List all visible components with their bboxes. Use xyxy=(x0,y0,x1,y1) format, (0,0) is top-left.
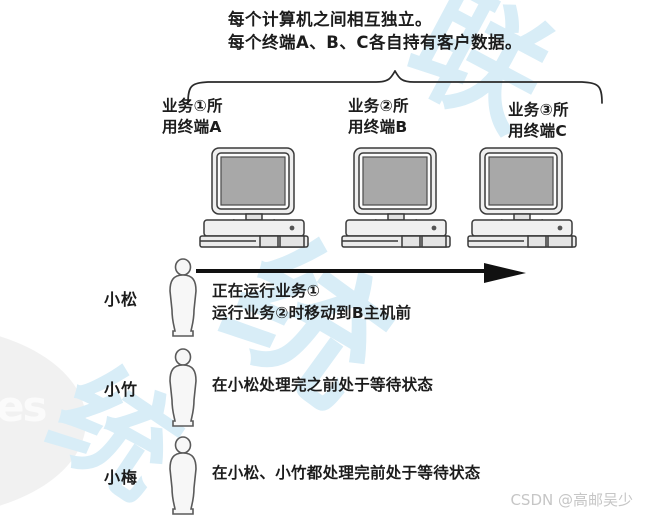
person-desc-0-line1: 正在运行业务① xyxy=(212,282,321,300)
terminal-label-c-line1: 业务③所 xyxy=(508,101,569,119)
terminal-label-a: 业务①所 用终端A xyxy=(162,96,223,139)
person-desc-2-line1: 在小松、小竹都处理完前处于等待状态 xyxy=(212,464,481,482)
desktop-computer-icon-b xyxy=(341,147,451,248)
movement-arrow-right-icon xyxy=(196,263,526,283)
person-desc-0-line2: 运行业务②时移动到B主机前 xyxy=(212,304,412,322)
person-figure-icon-2 xyxy=(169,436,197,515)
person-desc-1-line1: 在小松处理完之前处于等待状态 xyxy=(212,376,434,394)
caption-line-1: 每个计算机之间相互独立。 xyxy=(228,10,432,29)
person-desc-1: 在小松处理完之前处于等待状态 xyxy=(212,374,433,396)
caption-line-2: 每个终端A、B、C各自持有客户数据。 xyxy=(228,33,522,53)
person-figure-icon-0 xyxy=(169,258,197,337)
person-row: 小梅 在小松、小竹都处理完前处于等待状态 xyxy=(0,436,647,518)
terminal-label-b-line2: 用终端B xyxy=(348,118,408,137)
terminal-label-a-line2: 用终端A xyxy=(162,118,222,137)
terminal-label-c-line2: 用终端C xyxy=(508,122,568,141)
desktop-computer-icon-c xyxy=(467,147,577,248)
csdn-watermark: CSDN @高邮吴少 xyxy=(510,491,633,509)
terminal-label-b: 业务②所 用终端B xyxy=(348,96,409,139)
person-desc-2: 在小松、小竹都处理完前处于等待状态 xyxy=(212,462,481,484)
terminal-label-b-line1: 业务②所 xyxy=(348,97,409,115)
person-row: 小松 正在运行业务① 运行业务②时移动到B主机前 xyxy=(0,258,647,348)
person-figure-icon-1 xyxy=(169,348,197,427)
person-row: 小竹 在小松处理完之前处于等待状态 xyxy=(0,348,647,438)
person-name-1: 小竹 xyxy=(104,380,139,399)
person-name-2: 小梅 xyxy=(104,468,139,487)
terminal-label-c: 业务③所 用终端C xyxy=(508,100,569,143)
curly-brace-icon xyxy=(187,70,603,104)
desktop-computer-icon-a xyxy=(199,147,309,248)
person-desc-0: 正在运行业务① 运行业务②时移动到B主机前 xyxy=(212,280,411,324)
person-name-0: 小松 xyxy=(104,290,139,309)
terminal-label-a-line1: 业务①所 xyxy=(162,97,223,115)
figure-caption: 每个计算机之间相互独立。 每个终端A、B、C各自持有客户数据。 xyxy=(228,8,522,55)
